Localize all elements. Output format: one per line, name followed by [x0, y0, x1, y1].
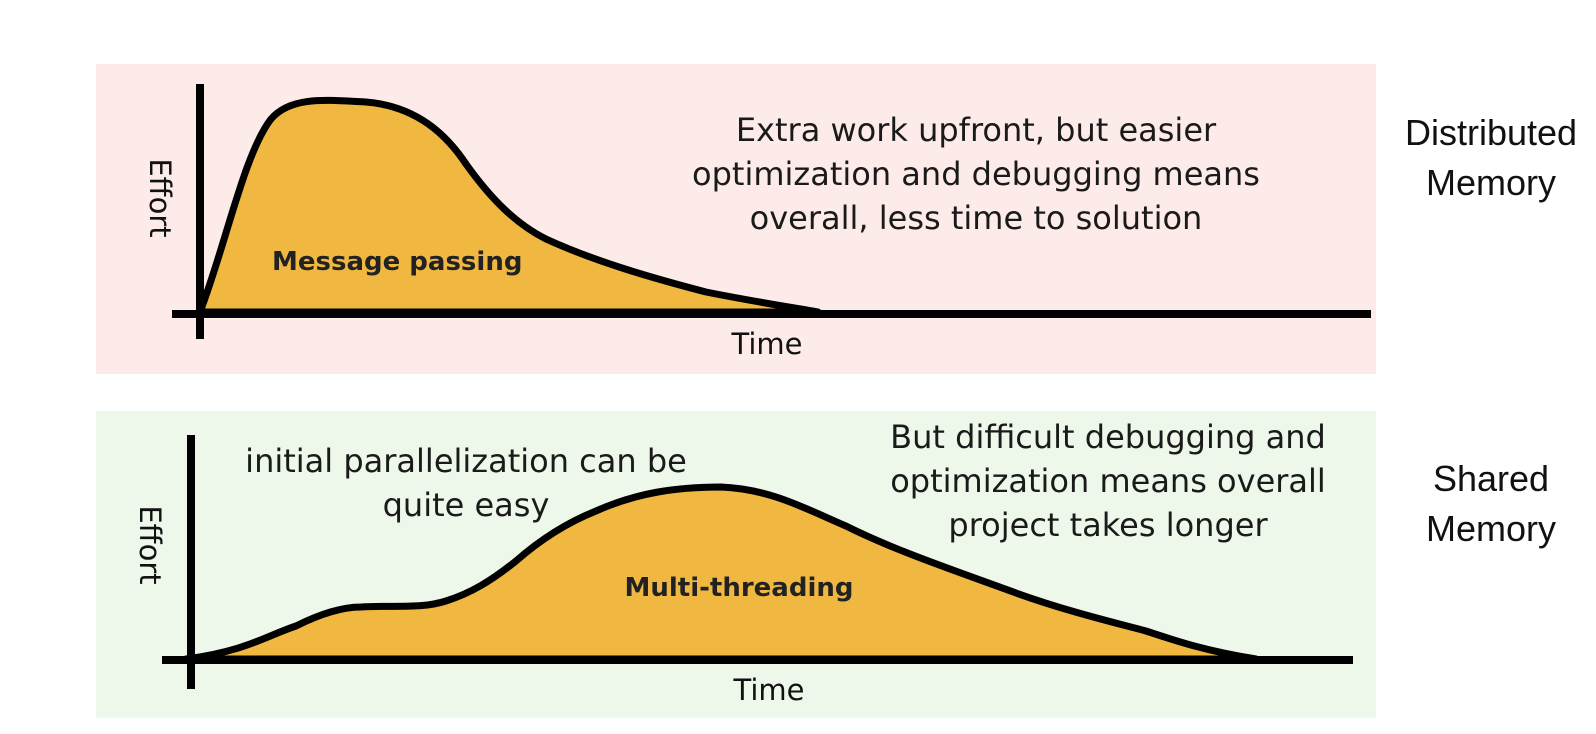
- shared-annotation-left-line-2: quite easy: [382, 486, 550, 524]
- shared-memory-label-line-1: Shared: [1432, 458, 1550, 499]
- shared-annotation-right-line-3: project takes longer: [948, 506, 1268, 544]
- y-axis-label: Effort: [133, 505, 167, 584]
- shared-memory-panel: Effort Time Multi-threading initial para…: [96, 411, 1376, 718]
- multi-threading-label: Multi-threading: [624, 573, 853, 603]
- distributed-annotation-line-2: optimization and debugging means: [692, 155, 1260, 193]
- y-axis-label: Effort: [143, 158, 177, 237]
- message-passing-label: Message passing: [272, 247, 522, 277]
- distributed-annotation-line-3: overall, less time to solution: [749, 199, 1203, 237]
- distributed-memory-label-line-2: Memory: [1425, 162, 1556, 203]
- shared-annotation-right-line-2: optimization means overall: [890, 462, 1326, 500]
- distributed-memory-panel: Effort Time Message passing Extra work u…: [96, 64, 1376, 374]
- shared-annotation-right: But difficult debugging and optimization…: [848, 415, 1368, 547]
- shared-memory-label-line-2: Memory: [1425, 508, 1556, 549]
- shared-annotation-left-line-1: initial parallelization can be: [245, 442, 687, 480]
- shared-effort-diagram: Effort Time Multi-threading: [133, 435, 1353, 707]
- distributed-memory-label-line-1: Distributed: [1404, 112, 1578, 153]
- multi-threading-curve: [182, 483, 1260, 663]
- distributed-annotation: Extra work upfront, but easier optimizat…: [616, 108, 1336, 240]
- distributed-memory-label: Distributed Memory: [1386, 108, 1596, 208]
- distributed-annotation-line-1: Extra work upfront, but easier: [735, 111, 1217, 149]
- message-passing-curve: [196, 96, 822, 316]
- shared-annotation-left: initial parallelization can be quite eas…: [196, 439, 736, 527]
- shared-annotation-right-line-1: But difficult debugging and: [890, 418, 1326, 456]
- x-axis-label: Time: [733, 673, 805, 707]
- shared-memory-label: Shared Memory: [1386, 454, 1596, 554]
- x-axis-label: Time: [731, 327, 803, 361]
- distributed-effort-diagram: Effort Time Message passing: [143, 84, 1371, 361]
